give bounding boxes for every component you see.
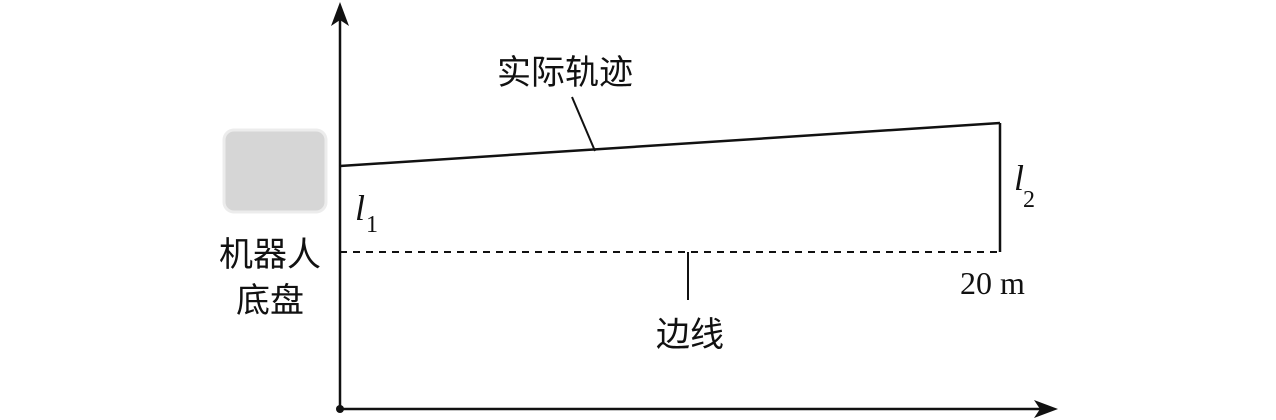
distance-label: 20 m xyxy=(960,265,1025,301)
x-axis-arrow-icon xyxy=(1034,400,1058,418)
robot-chassis-label-line1: 机器人 xyxy=(219,235,321,275)
trajectory-label-pointer xyxy=(571,96,596,152)
actual-trajectory-line xyxy=(339,121,1001,168)
robot-chassis xyxy=(222,128,328,214)
boundary-label: 边线 xyxy=(656,315,724,355)
trajectory-label: 实际轨迹 xyxy=(497,53,633,93)
l1-subscript: 1 xyxy=(366,212,378,238)
l2-label: l xyxy=(1014,158,1024,198)
l2-subscript: 2 xyxy=(1023,187,1035,213)
robot-chassis-label-line2: 底盘 xyxy=(236,281,304,321)
y-axis-arrow-icon xyxy=(331,2,349,26)
l1-label: l xyxy=(355,188,365,228)
origin-dot xyxy=(336,405,344,413)
